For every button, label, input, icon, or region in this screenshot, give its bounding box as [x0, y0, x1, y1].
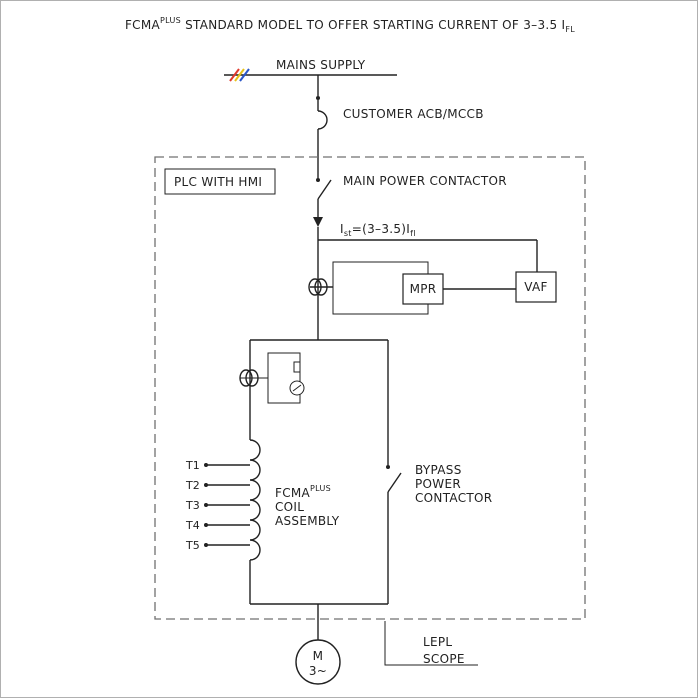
- plc-label: PLC WITH HMI: [174, 175, 262, 189]
- scope-label-line1: LEPL: [423, 635, 452, 649]
- phase-mark-red: [229, 68, 240, 82]
- scope-label-line2: SCOPE: [423, 652, 465, 666]
- lepl-scope-boundary: [154, 156, 586, 620]
- title-subscript: FL: [565, 25, 575, 34]
- coil-label-superscript: PLUS: [310, 484, 331, 493]
- main-contactor-arrow: [313, 217, 323, 227]
- motor-label-line1: M: [313, 649, 324, 663]
- title-superscript: PLUS: [160, 16, 181, 25]
- main-contactor-terminal: [316, 178, 320, 182]
- ammeter-needle: [292, 384, 302, 392]
- formula-i: I: [340, 222, 344, 236]
- coil-taps: T1 T2 T3 T4 T5: [185, 459, 250, 552]
- tap-terminal-5: [204, 543, 208, 547]
- formula-middle: =(3–3.5)I: [352, 222, 410, 236]
- title-main: STANDARD MODEL TO OFFER STARTING CURRENT…: [181, 18, 565, 32]
- phase-mark-yellow: [234, 68, 245, 82]
- inner-ct-ring-left: [239, 369, 253, 387]
- starting-current-formula: Ist=(3–3.5)Ifl: [340, 222, 416, 238]
- bypass-contactor-blade: [387, 472, 402, 493]
- mpr-box: [402, 273, 444, 305]
- motor-symbol: [295, 639, 341, 685]
- vaf-box: [515, 271, 557, 303]
- bypass-label-line3: CONTACTOR: [415, 491, 492, 505]
- tap-label-3: T3: [185, 499, 200, 512]
- coil-assembly-label-line3: ASSEMBLY: [275, 514, 340, 528]
- tap-terminal-2: [204, 483, 208, 487]
- vaf-label: VAF: [524, 280, 547, 294]
- tap-terminal-1: [204, 463, 208, 467]
- phase-mark-blue: [239, 68, 250, 82]
- main-contactor-label: MAIN POWER CONTACTOR: [343, 174, 507, 188]
- plc-box: [164, 168, 276, 195]
- bypass-contactor-terminal: [386, 465, 390, 469]
- tap-label-5: T5: [185, 539, 200, 552]
- tap-label-2: T2: [185, 479, 200, 492]
- coil-label-prefix: FCMA: [275, 486, 311, 500]
- scope-leader-line: [384, 621, 478, 666]
- tap-terminal-3: [204, 503, 208, 507]
- shunt-resistor: [293, 361, 301, 373]
- ct-ring-left: [308, 278, 322, 296]
- tap-terminal-4: [204, 523, 208, 527]
- coil-assembly-label-line1: FCMAPLUS: [275, 484, 331, 500]
- mpr-label: MPR: [410, 282, 437, 296]
- motor-label-line2: 3~: [309, 664, 327, 678]
- customer-breaker-symbol: [317, 110, 328, 130]
- breaker-top-terminal: [316, 96, 320, 100]
- formula-sub-st: st: [344, 229, 352, 238]
- diagram-title: FCMAPLUS STANDARD MODEL TO OFFER STARTIN…: [125, 16, 575, 34]
- tap-label-4: T4: [185, 519, 200, 532]
- customer-breaker-label: CUSTOMER ACB/MCCB: [343, 107, 484, 121]
- inner-ct-loop: [267, 352, 301, 404]
- mains-supply-label: MAINS SUPPLY: [276, 58, 366, 72]
- tap-label-1: T1: [185, 459, 200, 472]
- coil-assembly-label-line2: COIL: [275, 500, 304, 514]
- coil-assembly-symbol: [249, 439, 261, 561]
- formula-sub-fl: fl: [410, 229, 416, 238]
- bypass-label-line2: POWER: [415, 477, 461, 491]
- ct-ring-right: [314, 278, 328, 296]
- bypass-label-line1: BYPASS: [415, 463, 462, 477]
- inner-ct-ring-right: [245, 369, 259, 387]
- title-prefix: FCMA: [125, 18, 161, 32]
- phase-marks: [229, 68, 250, 82]
- main-contactor-blade: [317, 179, 332, 200]
